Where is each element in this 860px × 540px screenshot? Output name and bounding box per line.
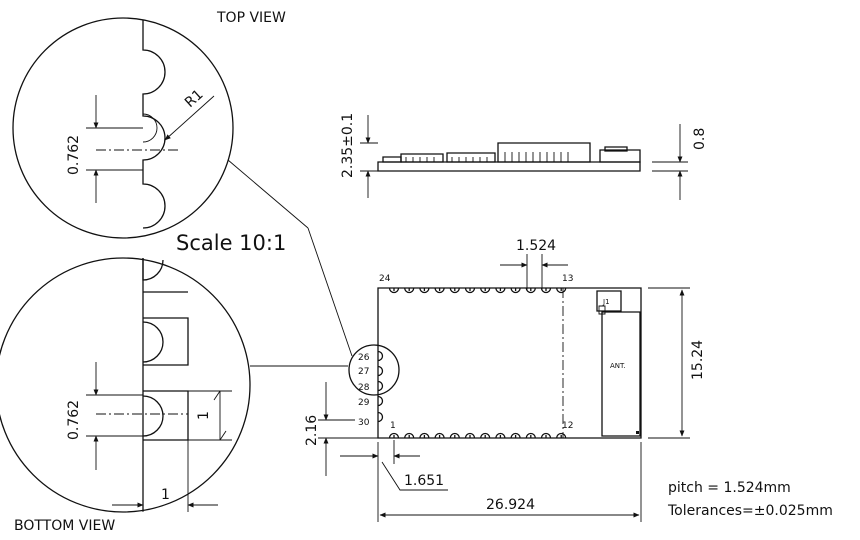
castellation-pad-bottom (466, 434, 475, 439)
tolerance-note: Tolerances=±0.025mm (667, 503, 833, 519)
top-detail-leader (228, 160, 308, 228)
bottom-view-detail: 0.762 1 1 (0, 258, 250, 512)
castellation-pad-side (378, 397, 383, 406)
module-pitch-dim: 1.524 (516, 238, 556, 254)
pitch-note: pitch = 1.524mm (668, 480, 791, 496)
castellation-pad-bottom (526, 434, 535, 439)
castellation-pad-top (420, 288, 429, 293)
pcb-thickness-dim: 0.8 (692, 128, 708, 150)
connector-label: J1 (602, 298, 610, 306)
pin-label-26: 26 (358, 353, 370, 363)
castellation-pad-bottom (435, 434, 444, 439)
top-view-detail: 0.762 R1 (13, 18, 233, 238)
castellation-pad-bottom (496, 434, 505, 439)
pin-label-12: 12 (562, 421, 573, 431)
pin-label-30: 30 (358, 418, 370, 428)
castellation-pad-top (496, 288, 505, 293)
pin-label-1: 1 (390, 421, 396, 431)
castellation-pad-bottom (420, 434, 429, 439)
castellation-pad-bottom (557, 434, 566, 439)
pin-label-29: 29 (358, 398, 370, 408)
module-outline: ANT. J1 24 13 1 12 26 27 28 29 30 (349, 274, 641, 438)
pin1-offset-dimension: 2.16 (304, 382, 378, 476)
pad-width-dim: 1 (196, 411, 212, 420)
module-width-dim: 15.24 (690, 340, 706, 380)
castellation-pad-top (450, 288, 459, 293)
bottom-view-label: BOTTOM VIEW (14, 518, 115, 534)
castellation-pad-bottom (390, 434, 399, 439)
module-pitch-dimension: 1.524 (500, 238, 568, 290)
pin-label-24: 24 (379, 274, 391, 284)
castellation-pad-top (542, 288, 551, 293)
module-width-dimension: 15.24 (648, 288, 706, 438)
pin-label-13: 13 (562, 274, 573, 284)
pin1-offset-dim: 2.16 (304, 415, 320, 446)
castellation-pad-top (511, 288, 520, 292)
pin-label-28: 28 (358, 383, 370, 393)
castellation-pad-side (378, 367, 383, 376)
radius-label: R1 (182, 87, 207, 111)
side-view: 2.35±0.1 0.8 (340, 113, 708, 200)
antenna-label: ANT. (610, 362, 626, 370)
castellation-pad-side (378, 382, 383, 391)
height-dim: 2.35±0.1 (340, 113, 356, 178)
module-length-dim: 26.924 (486, 497, 535, 513)
castellation-pad-top (390, 288, 399, 293)
castellation-pad-bottom (481, 434, 490, 439)
pin-label-27: 27 (358, 367, 369, 377)
module-length-dimension: 26.924 (378, 442, 641, 522)
scale-label: Scale 10:1 (176, 231, 286, 255)
edge-offset-dimension: 1.651 (340, 440, 448, 490)
bottom-pitch-dim: 0.762 (66, 400, 82, 440)
castellation-pad-side (378, 413, 383, 422)
castellation-pad-bottom (405, 434, 414, 439)
castellation-pad-bottom (450, 434, 459, 439)
castellation-pad-top (466, 288, 475, 293)
top-view-label: TOP VIEW (216, 10, 286, 26)
castellation-pad-top (405, 288, 414, 293)
castellation-pad-top (435, 288, 444, 293)
castellation-pad-bottom (542, 434, 551, 439)
castellation-pad-bottom (511, 434, 520, 438)
castellation-pad-side (378, 352, 383, 361)
pad-length-dim: 1 (161, 487, 170, 503)
castellation-pad-top (481, 288, 490, 293)
castellation-pad-top (526, 288, 535, 293)
top-pitch-dim: 0.762 (66, 135, 82, 175)
edge-offset-dim: 1.651 (404, 473, 444, 489)
castellation-pad-top (557, 288, 566, 293)
